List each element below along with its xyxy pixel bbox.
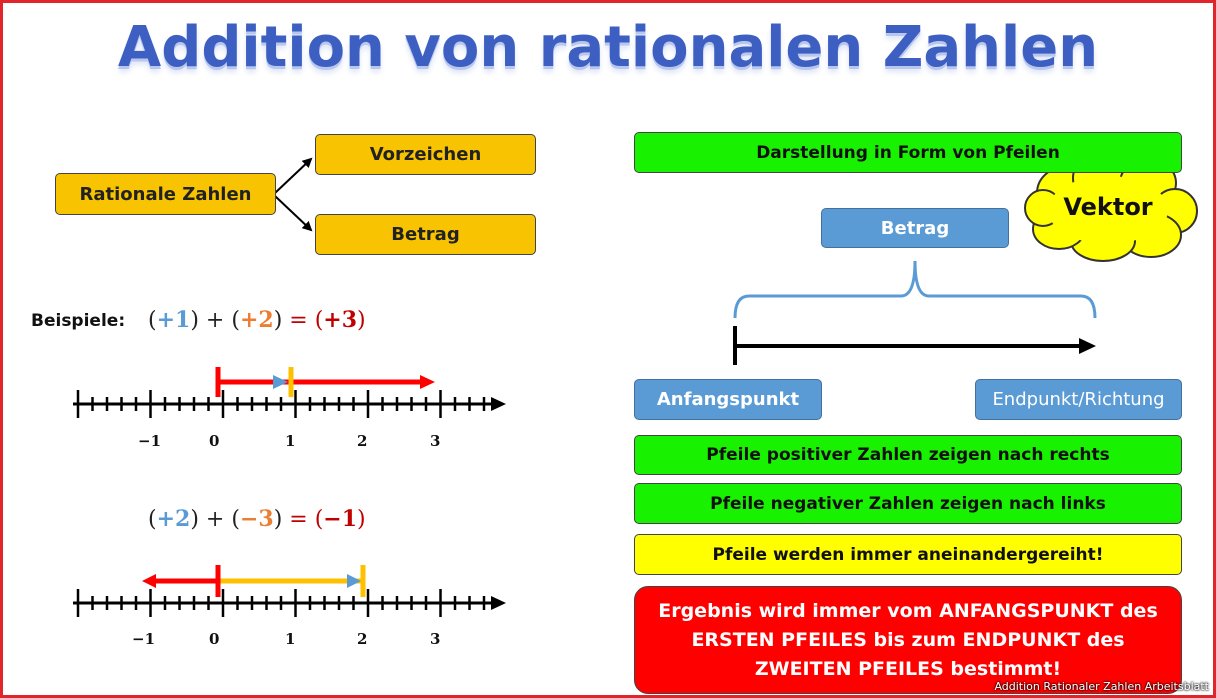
number-line-2: −1 0 1 2 3 bbox=[73, 565, 506, 648]
header-arrows-box: Darstellung in Form von Pfeilen bbox=[634, 132, 1182, 173]
number-line-1: −1 0 1 2 3 bbox=[73, 367, 506, 450]
tick-label: 1 bbox=[285, 432, 295, 450]
example-2-result: −1 bbox=[323, 506, 358, 532]
result-rule-box: Ergebnis wird immer vom ANFANGSPUNKT des… bbox=[634, 586, 1182, 694]
number-line-1-ticks bbox=[76, 390, 486, 418]
rationale-zahlen-box: Rationale Zahlen bbox=[55, 173, 276, 215]
tick-label: 0 bbox=[209, 432, 219, 450]
result-arrow-2-head bbox=[142, 574, 156, 588]
tick-label: −1 bbox=[132, 630, 155, 648]
example-2-equation: (+2) + (−3) = (−1) bbox=[148, 506, 366, 532]
tree-arrow-top bbox=[274, 157, 313, 194]
tick-label: 3 bbox=[430, 630, 440, 648]
example-1-a: +1 bbox=[156, 307, 191, 333]
example-1-equation: (+1) + (+2) = (+3) bbox=[148, 307, 366, 333]
betrag-brace bbox=[733, 260, 1097, 319]
blue-arrow-1-head bbox=[273, 375, 288, 389]
tick-label: −1 bbox=[138, 432, 161, 450]
rule-chained-box: Pfeile werden immer aneinandergereiht! bbox=[634, 534, 1182, 575]
tick-label: 0 bbox=[209, 630, 219, 648]
cloud-label: Vektor bbox=[1063, 193, 1152, 221]
page-title: Addition von rationalen Zahlen bbox=[117, 15, 1099, 80]
tree-arrow-bottom bbox=[274, 195, 313, 232]
example-1-result: +3 bbox=[323, 307, 358, 333]
tick-label: 2 bbox=[357, 630, 367, 648]
betrag-box-right: Betrag bbox=[821, 208, 1009, 248]
example-2-a: +2 bbox=[156, 506, 191, 532]
rule-negative-box: Pfeile negativer Zahlen zeigen nach link… bbox=[634, 483, 1182, 524]
rule-positive-box: Pfeile positiver Zahlen zeigen nach rech… bbox=[634, 435, 1182, 475]
result-arrow-1-head bbox=[420, 375, 435, 389]
anfangspunkt-box: Anfangspunkt bbox=[634, 379, 822, 420]
endpunkt-box: Endpunkt/Richtung bbox=[975, 379, 1182, 420]
tick-label: 3 bbox=[430, 432, 440, 450]
example-1-b: +2 bbox=[239, 307, 274, 333]
vorzeichen-box: Vorzeichen bbox=[315, 134, 536, 175]
betrag-box-left: Betrag bbox=[315, 214, 536, 255]
tick-label: 1 bbox=[285, 630, 295, 648]
number-line-2-ticks bbox=[76, 589, 486, 617]
examples-label: Beispiele: bbox=[31, 311, 126, 331]
vector-diagram bbox=[733, 260, 1097, 365]
footer-caption: Addition Rationaler Zahlen Arbeitsblatt bbox=[994, 680, 1209, 693]
blue-arrow-2-head bbox=[347, 574, 361, 588]
example-2-b: −3 bbox=[239, 506, 274, 532]
tick-label: 2 bbox=[357, 432, 367, 450]
